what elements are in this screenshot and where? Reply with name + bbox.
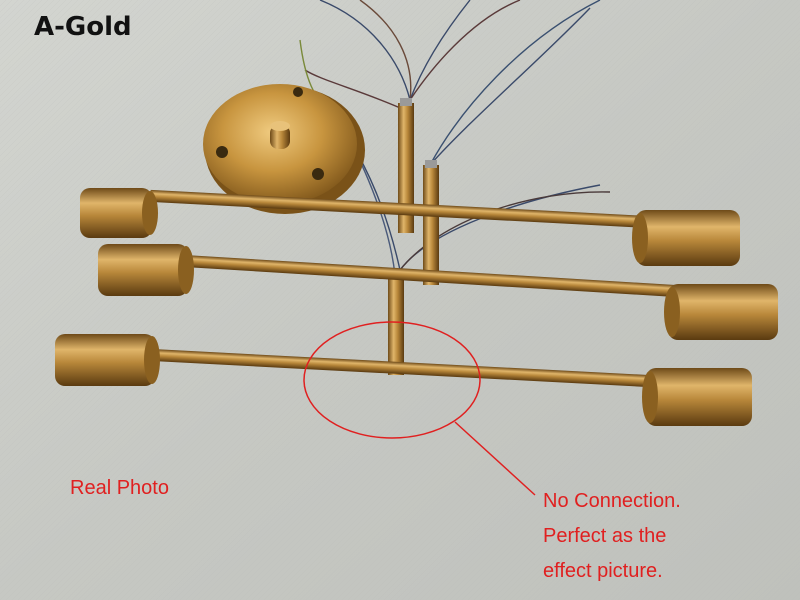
ceiling-canopy: [203, 84, 365, 214]
real-photo-label: Real Photo: [70, 477, 169, 499]
annotation-circle: [303, 321, 536, 496]
arm-top: [80, 188, 740, 266]
arm-middle: [98, 244, 778, 340]
arm-bottom: [55, 334, 752, 426]
page-title: A-Gold: [34, 12, 132, 42]
note-line: Perfect as the: [543, 525, 667, 547]
vertical-stems: [388, 98, 439, 375]
note-line: effect picture.: [543, 560, 663, 582]
note-line: No Connection.: [543, 490, 681, 512]
annotation-note: No Connection. Perfect as the effect pic…: [543, 484, 681, 589]
